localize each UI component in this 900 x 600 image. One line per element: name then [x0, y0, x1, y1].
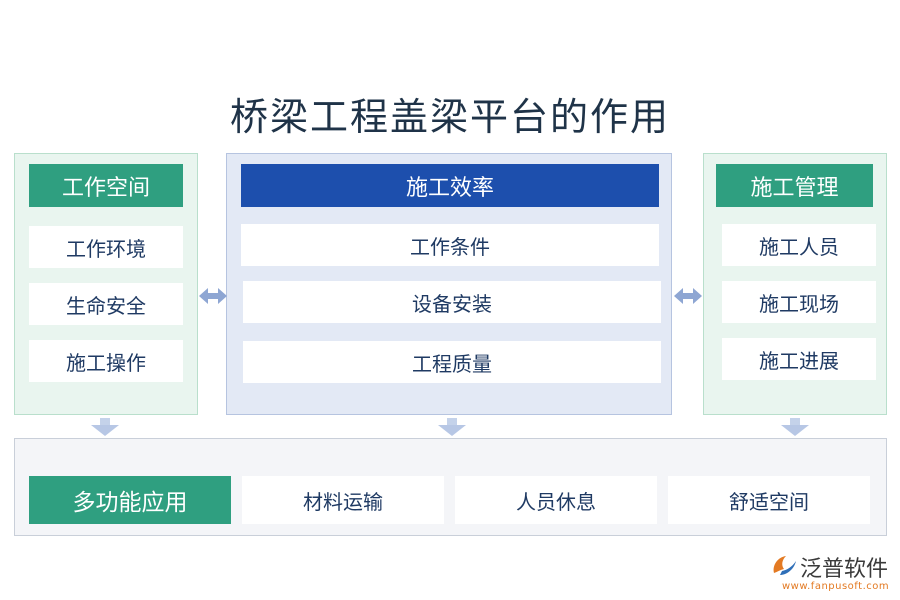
right-item-1: 施工人员 [722, 224, 876, 266]
right-item-3: 施工进展 [722, 338, 876, 380]
bottom-item-1: 材料运输 [242, 476, 444, 524]
middle-item-2: 设备安装 [243, 281, 661, 323]
down-arrow-icon-middle [438, 418, 466, 436]
double-arrow-icon-right [674, 288, 702, 304]
down-arrow-icon-right [781, 418, 809, 436]
diagram-title: 桥梁工程盖梁平台的作用 [229, 95, 670, 139]
down-arrow-icon-left [91, 418, 119, 436]
logo-mark-icon [773, 556, 796, 575]
middle-item-1: 工作条件 [241, 224, 659, 266]
right-item-2: 施工现场 [722, 281, 876, 323]
bottom-item-3: 舒适空间 [668, 476, 870, 524]
right-panel-header: 施工管理 [716, 164, 873, 207]
middle-item-3: 工程质量 [243, 341, 661, 383]
bottom-item-2: 人员休息 [455, 476, 657, 524]
double-arrow-icon-left [199, 288, 227, 304]
bottom-panel-header: 多功能应用 [29, 476, 231, 524]
logo-name: 泛普软件 [800, 557, 889, 582]
left-item-3: 施工操作 [29, 340, 183, 382]
left-panel-header: 工作空间 [29, 164, 183, 207]
brand-logo: 泛普软件 www.fanpusoft.com [770, 551, 894, 597]
middle-panel-header: 施工效率 [241, 164, 659, 207]
left-item-1: 工作环境 [29, 226, 183, 268]
logo-url: www.fanpusoft.com [782, 581, 890, 592]
left-item-2: 生命安全 [29, 283, 183, 325]
